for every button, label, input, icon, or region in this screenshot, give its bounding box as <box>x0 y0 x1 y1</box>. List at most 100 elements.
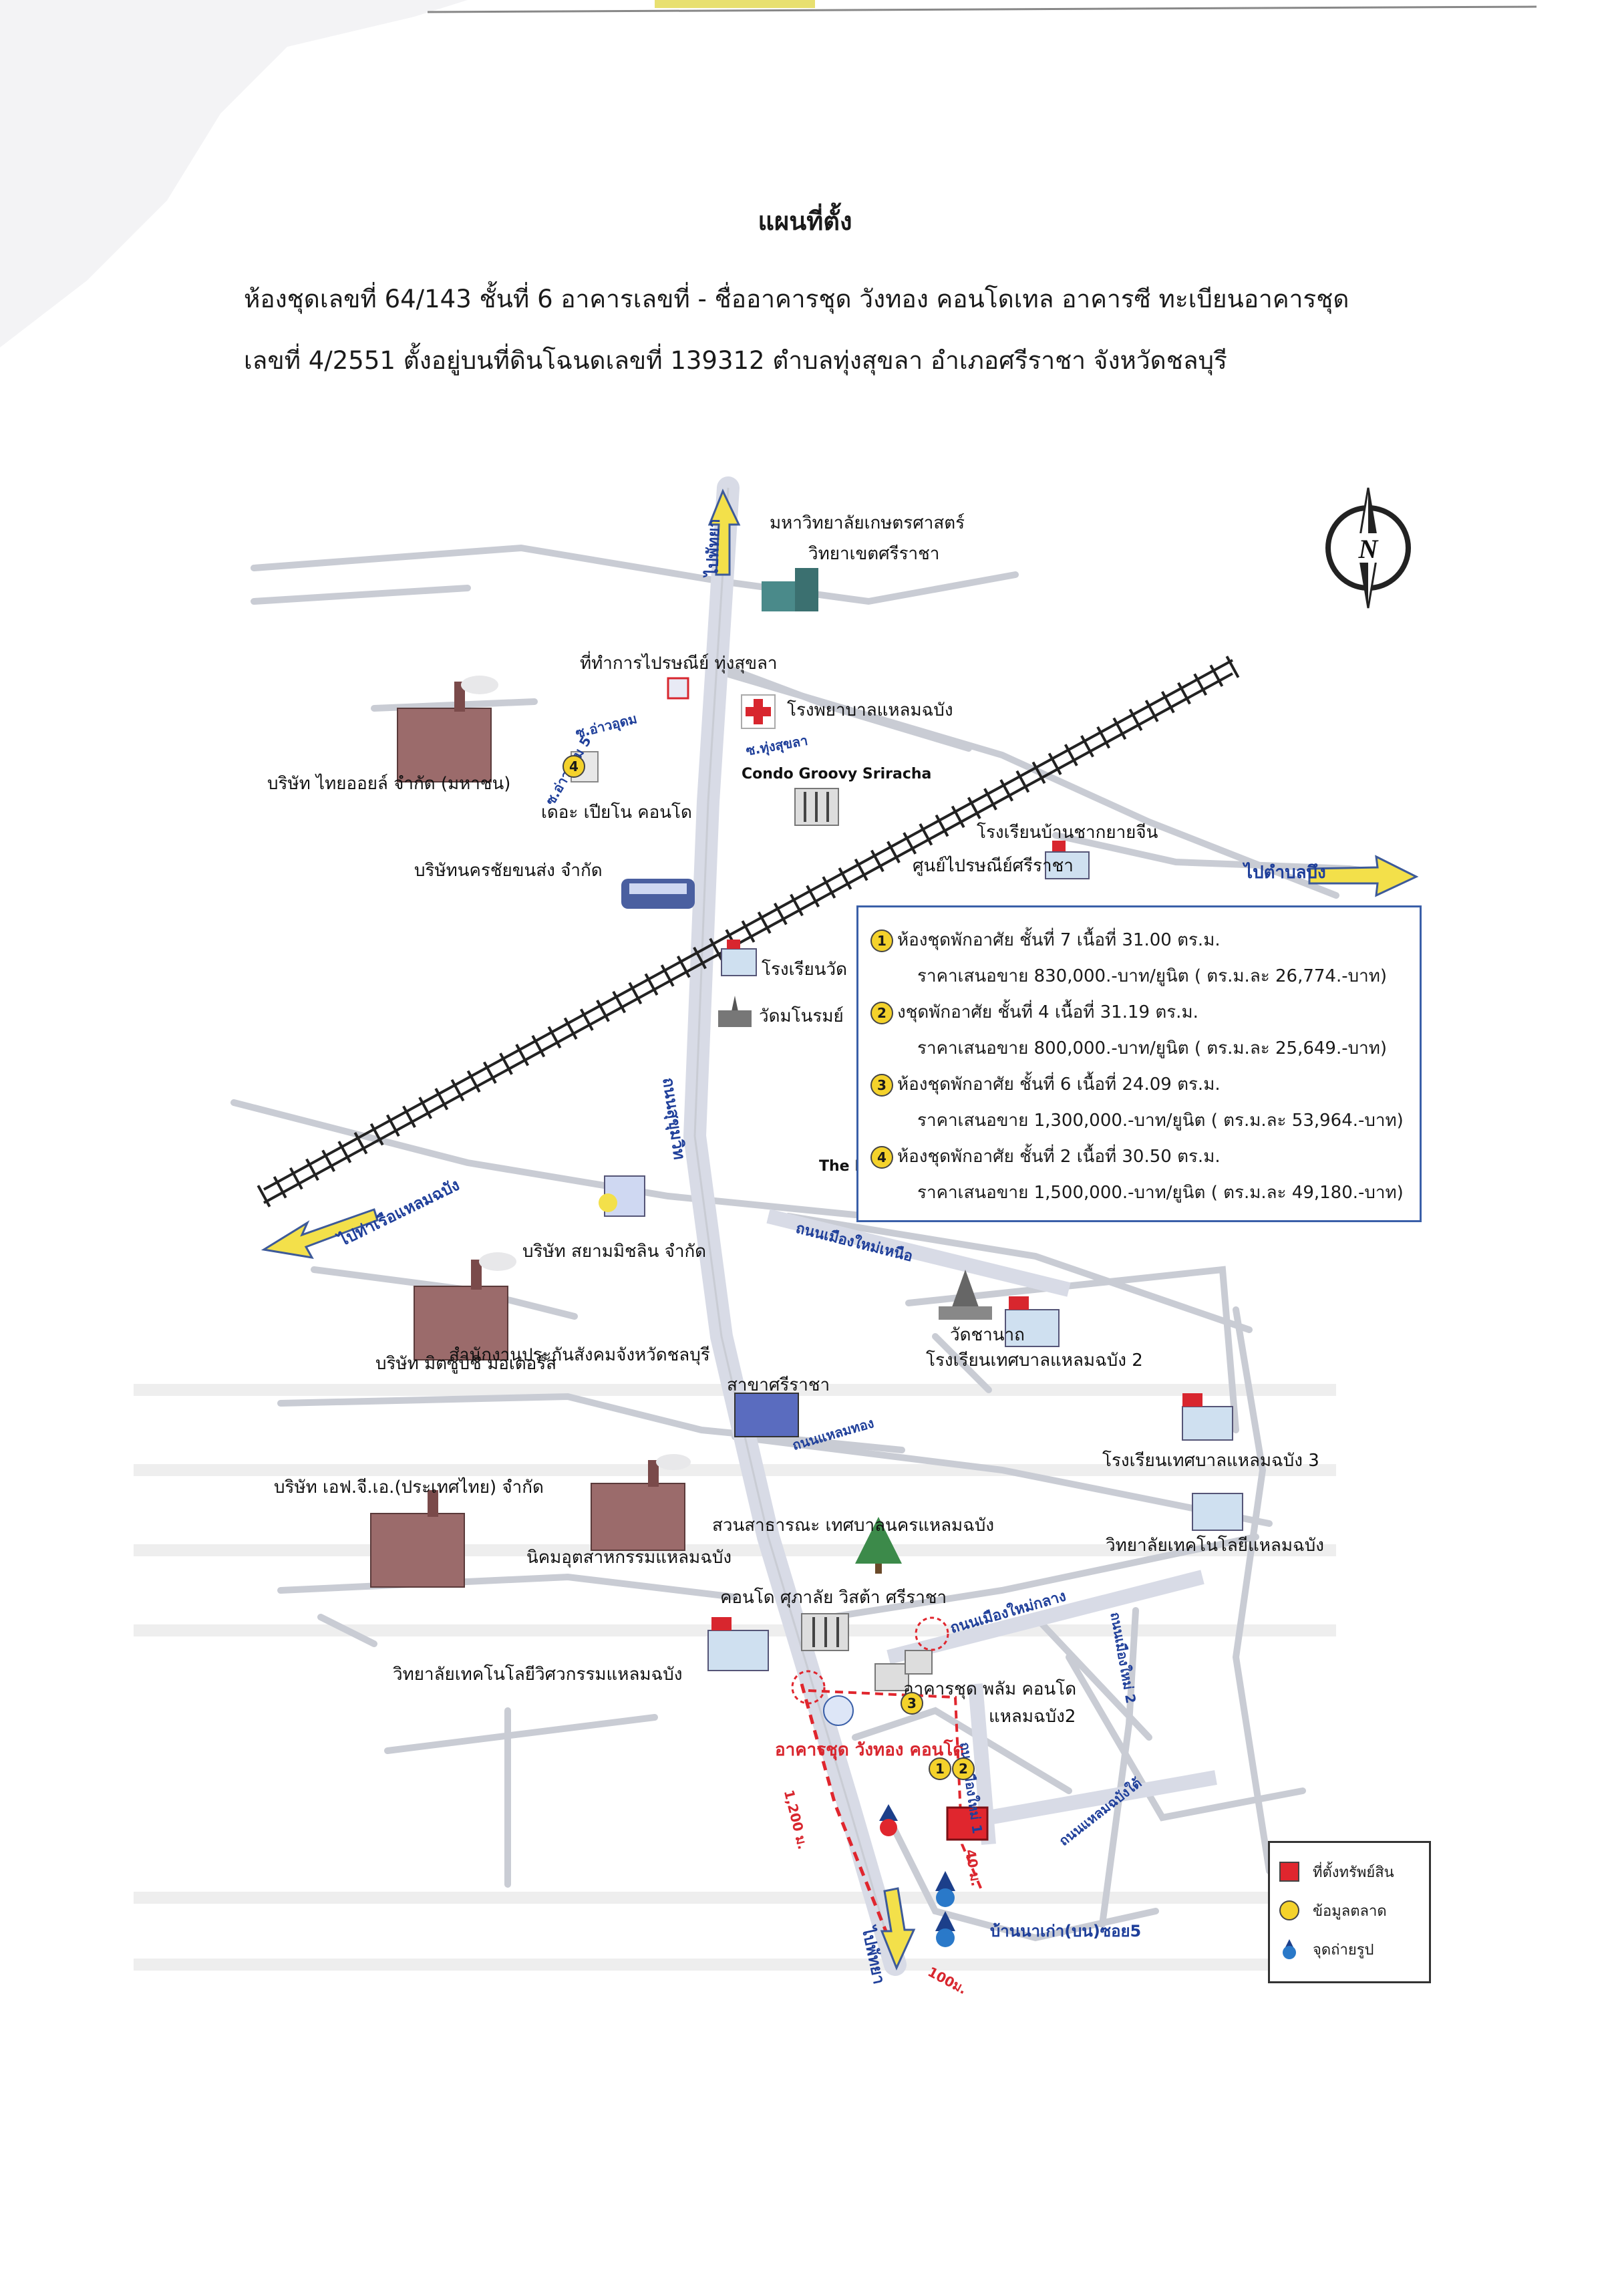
legend-photo: จุดถ่ายรูป <box>1278 1930 1421 1969</box>
marker-number: 1 <box>870 929 893 952</box>
label-wat-chanat: วัดชานาถ <box>950 1325 1025 1345</box>
railway-tie <box>935 814 949 837</box>
market-item-desc: ห้องชุดพักอาศัย ชั้นที่ 2 เนื้อที่ 30.50… <box>897 1147 1221 1167</box>
label-school-ban-chak: โรงเรียนบ้านชากยายจีน <box>977 823 1158 843</box>
railway-tie <box>822 876 836 899</box>
condo-icon <box>874 1663 909 1691</box>
railway-tie <box>289 1167 303 1190</box>
location-pin <box>823 1695 854 1726</box>
page-title: แผนที่ตั้ง <box>758 206 852 236</box>
railway-tie <box>1193 673 1208 696</box>
railway-tie <box>402 1105 416 1128</box>
railway-tie <box>660 964 675 987</box>
photo-point-icon <box>935 1911 955 1947</box>
railway-tie <box>563 1017 578 1040</box>
market-item-price: ราคาเสนอขาย 1,300,000.-บาท/ยูนิต ( ตร.ม.… <box>917 1111 1404 1131</box>
railway-tie <box>612 990 627 1014</box>
label-tech-college: วิทยาลัยเทคโนโลยีแหลมฉบัง <box>1106 1536 1324 1556</box>
map-legend: ที่ตั้งทรัพย์สิน ข้อมูลตลาด จุดถ่ายรูป <box>1268 1841 1431 1983</box>
factory-icon <box>397 676 498 782</box>
railway-tie <box>919 823 933 846</box>
market-marker-4: 4 <box>562 755 585 778</box>
legend-subject-label: ที่ตั้งทรัพย์สิน <box>1313 1864 1394 1881</box>
market-marker-3: 3 <box>901 1692 923 1715</box>
railway-tie <box>983 788 997 811</box>
photo-point-icon <box>935 1871 955 1907</box>
railway-tie <box>1112 717 1127 740</box>
arrow-north <box>707 488 741 576</box>
railway-tie <box>1048 752 1062 775</box>
school-icon <box>1045 841 1090 879</box>
market-item-desc: ห้องชุดพักอาศัย ชั้นที่ 6 เนื้อที่ 24.09… <box>897 1074 1221 1095</box>
railway-tie <box>870 849 884 873</box>
arrow-south <box>880 1887 916 1971</box>
railway-tie <box>515 1044 530 1066</box>
legend-subject: ที่ตั้งทรัพย์สิน <box>1278 1852 1421 1891</box>
svg-text:N: N <box>1358 534 1380 564</box>
social-security-icon <box>734 1393 799 1437</box>
railway-tie <box>790 893 804 917</box>
label-siam-michelin: บริษัท สยามมิชลิน จำกัด <box>522 1242 707 1262</box>
railway-tie <box>741 920 756 943</box>
railway-tie <box>951 805 965 829</box>
railway-tie <box>1064 744 1078 766</box>
photo-drop-icon <box>1283 1939 1296 1959</box>
legend-market-label: ข้อมูลตลาด <box>1313 1902 1387 1920</box>
railway-tie <box>450 1079 465 1102</box>
railway-tie <box>1225 656 1240 678</box>
label-social-security: สำนักงานประกันสังคมจังหวัดชลบุรี <box>449 1345 710 1365</box>
railway-tie <box>1015 770 1030 793</box>
railway-tie <box>1160 691 1175 714</box>
school-icon <box>1005 1296 1060 1347</box>
marker-number: 3 <box>870 1073 893 1097</box>
scan-fold <box>0 0 468 347</box>
marker-number: 2 <box>870 1001 893 1024</box>
label-university-campus: วิทยาเขตศรีราชา <box>808 544 940 564</box>
railway-tie <box>773 902 788 925</box>
railway-tie <box>757 911 772 934</box>
label-condo-supalai: คอนโด ศุภาลัย วิสต้า ศรีราชา <box>720 1588 947 1608</box>
arrow-east <box>1308 855 1419 897</box>
railway-tie <box>838 867 852 890</box>
label-palm-condo: อาคารชุด พลัม คอนโด <box>903 1679 1077 1699</box>
condo-icon <box>794 788 839 826</box>
label-eng-college: วิทยาลัยเทคโนโลยีวิศวกรรมแหลมฉบัง <box>393 1665 683 1685</box>
railway-tie <box>321 1149 336 1172</box>
railway-tie <box>579 1008 594 1031</box>
factory-icon <box>591 1454 691 1551</box>
railway-tie <box>369 1123 384 1146</box>
market-item-price: ราคาเสนอขาย 800,000.-บาท/ยูนิต ( ตร.ม.ละ… <box>917 1038 1387 1058</box>
subject-property-icon <box>946 1806 989 1841</box>
railway-tie <box>887 841 901 863</box>
label-post-office: ที่ทำการไปรษณีย์ ทุ่งสุขลา <box>580 654 778 674</box>
railway-tie <box>903 832 917 855</box>
park-icon <box>855 1517 902 1574</box>
railway-tie <box>466 1070 481 1093</box>
post-office-icon <box>667 677 689 700</box>
railway-tie <box>1177 682 1191 705</box>
label-school-wat: โรงเรียนวัด <box>762 960 847 980</box>
railway-tie <box>596 1000 610 1022</box>
intersection <box>915 1616 949 1651</box>
north-arrow-icon: N <box>1325 487 1411 609</box>
factory-icon <box>414 1252 516 1360</box>
factory-icon <box>370 1490 465 1588</box>
scan-edge <box>427 5 1537 13</box>
description-line-2: เลขที่ 4/2551 ตั้งอยู่บนที่ดินโฉนดเลขที่… <box>244 346 1227 375</box>
description-line-1: ห้องชุดเลขที่ 64/143 ชั้นที่ 6 อาคารเลขท… <box>244 285 1349 313</box>
label-school-tesaban-2: โรงเรียนเทศบาลแหลมฉบัง 2 <box>926 1350 1143 1371</box>
market-item-price: ราคาเสนอขาย 1,500,000.-บาท/ยูนิต ( ตร.ม.… <box>917 1183 1404 1203</box>
label-wat-manorom: วัดมโนรมย์ <box>759 1006 844 1026</box>
temple-icon <box>718 996 752 1027</box>
college-icon <box>1192 1493 1243 1531</box>
college-icon <box>707 1617 769 1671</box>
intersection <box>791 1670 826 1705</box>
railway-tie <box>531 1034 546 1058</box>
subject-square-icon <box>1279 1862 1299 1882</box>
temple-icon <box>939 1270 992 1320</box>
